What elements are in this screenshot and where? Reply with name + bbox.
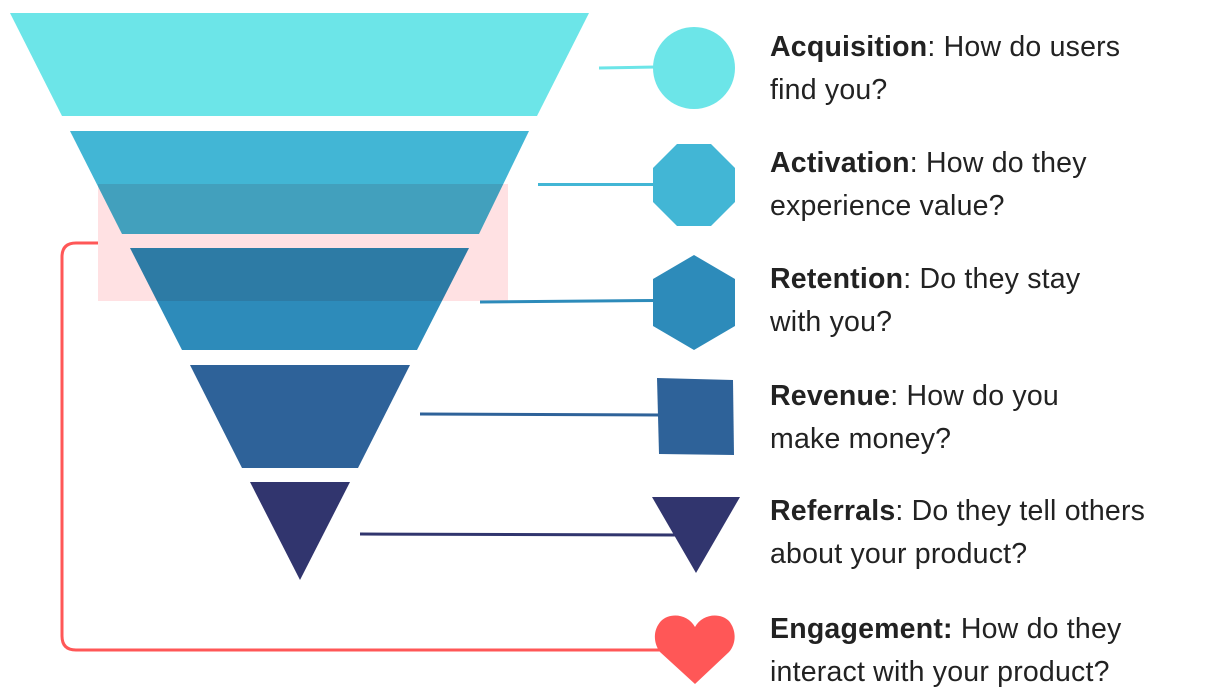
- stage-colon: :: [927, 31, 936, 63]
- stage-question: How do they: [952, 613, 1122, 645]
- stage-question-cont: about your product?: [770, 538, 1028, 570]
- stage-colon: :: [943, 613, 953, 645]
- stage-activation: Activation: How do they experience value…: [770, 142, 1205, 228]
- stage-retention: Retention: Do they stay with you?: [770, 258, 1205, 344]
- heart-icon: [654, 615, 735, 684]
- engagement-loop-line: [60, 241, 665, 652]
- highlight-overlay: [98, 184, 508, 301]
- stage-engagement: Engagement: How do they interact with yo…: [770, 608, 1205, 694]
- stage-question-cont: make money?: [770, 423, 952, 455]
- stage-question-cont: find you?: [770, 74, 888, 106]
- stage-question: How do you: [898, 380, 1059, 412]
- stage-question-cont: with you?: [770, 306, 893, 338]
- stage-colon: :: [903, 263, 912, 295]
- stage-term: Revenue: [770, 380, 891, 412]
- funnel-layer-revenue: [190, 365, 410, 468]
- circle-icon: [653, 27, 735, 109]
- stage-term: Retention: [770, 263, 904, 295]
- stage-term: Activation: [770, 147, 910, 179]
- connector-revenue: [419, 412, 661, 417]
- stage-revenue: Revenue: How do you make money?: [770, 375, 1205, 461]
- square-icon: [657, 378, 734, 455]
- stage-colon: :: [890, 380, 899, 412]
- stage-acquisition: Acquisition: How do users find you?: [770, 26, 1205, 112]
- stage-question: How do they: [917, 147, 1087, 179]
- stage-term: Referrals: [770, 495, 896, 527]
- stage-question: How do users: [935, 31, 1121, 63]
- stage-term: Acquisition: [770, 31, 928, 63]
- connector-referrals: [359, 532, 677, 537]
- funnel-layer-referrals: [250, 482, 350, 580]
- stage-question: Do they stay: [911, 263, 1081, 295]
- stage-question-cont: experience value?: [770, 190, 1005, 222]
- octagon-icon: [653, 144, 735, 226]
- stage-colon: :: [909, 147, 918, 179]
- stage-question: Do they tell others: [903, 495, 1146, 527]
- hexagon-icon: [653, 255, 735, 350]
- triangle-icon: [652, 497, 740, 573]
- stage-question-cont: interact with your product?: [770, 656, 1110, 688]
- connector-acquisition: [598, 65, 657, 70]
- stage-colon: :: [895, 495, 904, 527]
- stage-term: Engagement: [770, 613, 944, 645]
- funnel-layer-acquisition: [10, 13, 589, 116]
- stage-referrals: Referrals: Do they tell others about you…: [770, 490, 1205, 576]
- connector-retention: [479, 299, 657, 304]
